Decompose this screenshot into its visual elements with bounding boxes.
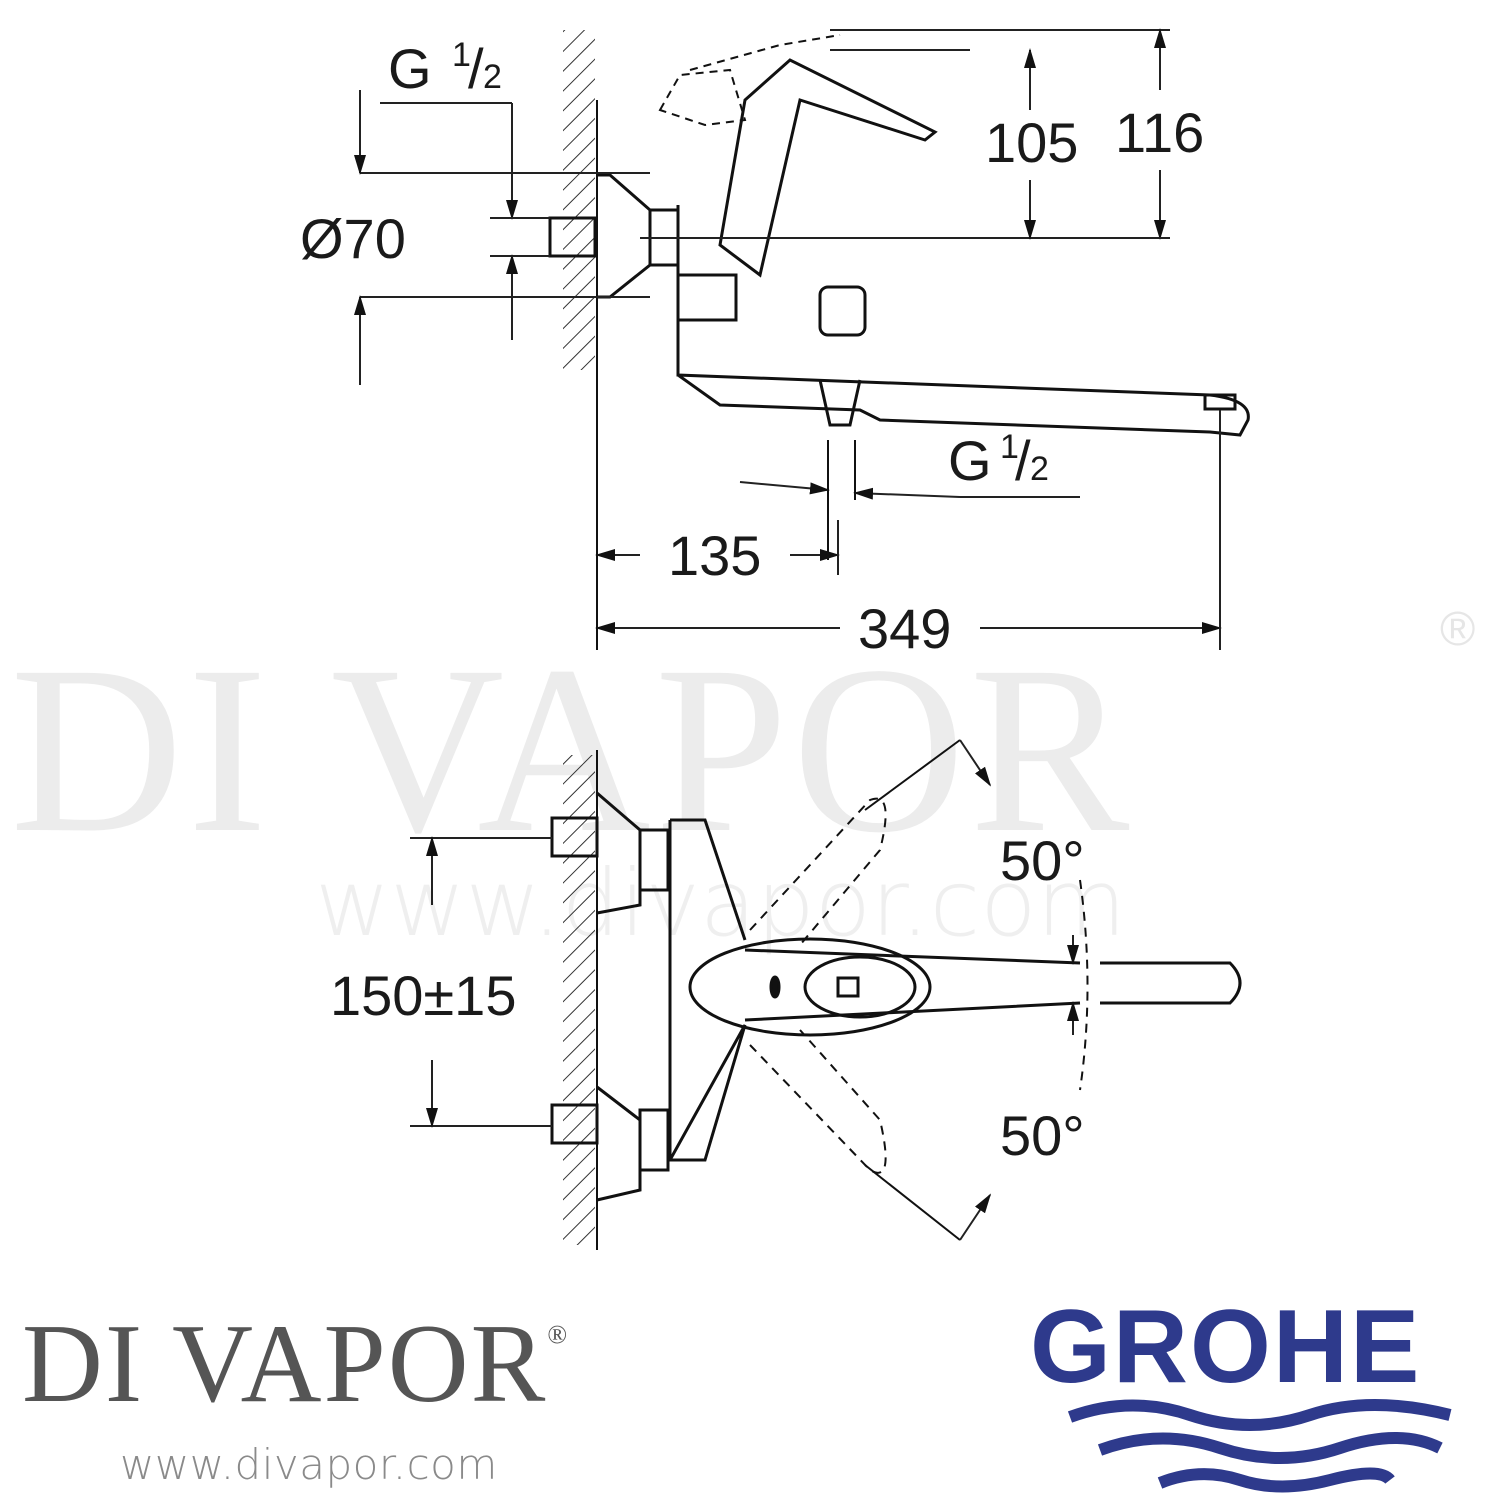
label-overall-projection: 349 [858, 597, 951, 660]
divapor-registered-icon: ® [547, 1320, 570, 1349]
grohe-waves-icon [1067, 1399, 1452, 1493]
label-handle-height-116: 116 [1115, 101, 1204, 164]
label-outlet-thread-slash: / [1015, 429, 1031, 492]
label-outlet-offset: 135 [668, 524, 761, 587]
label-inlet-thread-num: 1 [452, 36, 471, 74]
divapor-url: www.divapor.com [120, 1440, 498, 1489]
side-view-labels: G 1 / 2 Ø70 105 116 G 1 / 2 135 349 [300, 36, 1204, 660]
top-view [550, 739, 1242, 1250]
top-view-dimensions [410, 739, 1079, 1241]
side-view-dimensions [354, 28, 1222, 650]
label-rotation-down: 50° [1000, 1104, 1085, 1167]
divapor-logo: DI VAPOR® [22, 1308, 569, 1420]
divapor-logo-text: DI VAPOR [22, 1302, 548, 1426]
label-outlet-thread-den: 2 [1030, 450, 1049, 488]
label-inlet-thread-g: G [388, 37, 432, 100]
watermark-registered: ® [1440, 603, 1475, 656]
label-handle-height-105: 105 [985, 111, 1078, 174]
label-outlet-thread-num: 1 [1000, 428, 1019, 466]
label-inlet-thread-den: 2 [483, 58, 502, 96]
label-outlet-thread-g: G [948, 429, 992, 492]
label-inlet-thread-slash: / [468, 37, 484, 100]
label-rotation-up: 50° [1000, 829, 1085, 892]
label-escutcheon-diameter: Ø70 [300, 207, 406, 270]
label-inlet-centers: 150±15 [330, 964, 516, 1027]
grohe-logo: GROHE [1030, 1289, 1422, 1405]
top-view-labels: 150±15 50° 50° [330, 829, 1085, 1167]
watermark: DI VAPOR ® www.divapor.com [10, 603, 1475, 957]
